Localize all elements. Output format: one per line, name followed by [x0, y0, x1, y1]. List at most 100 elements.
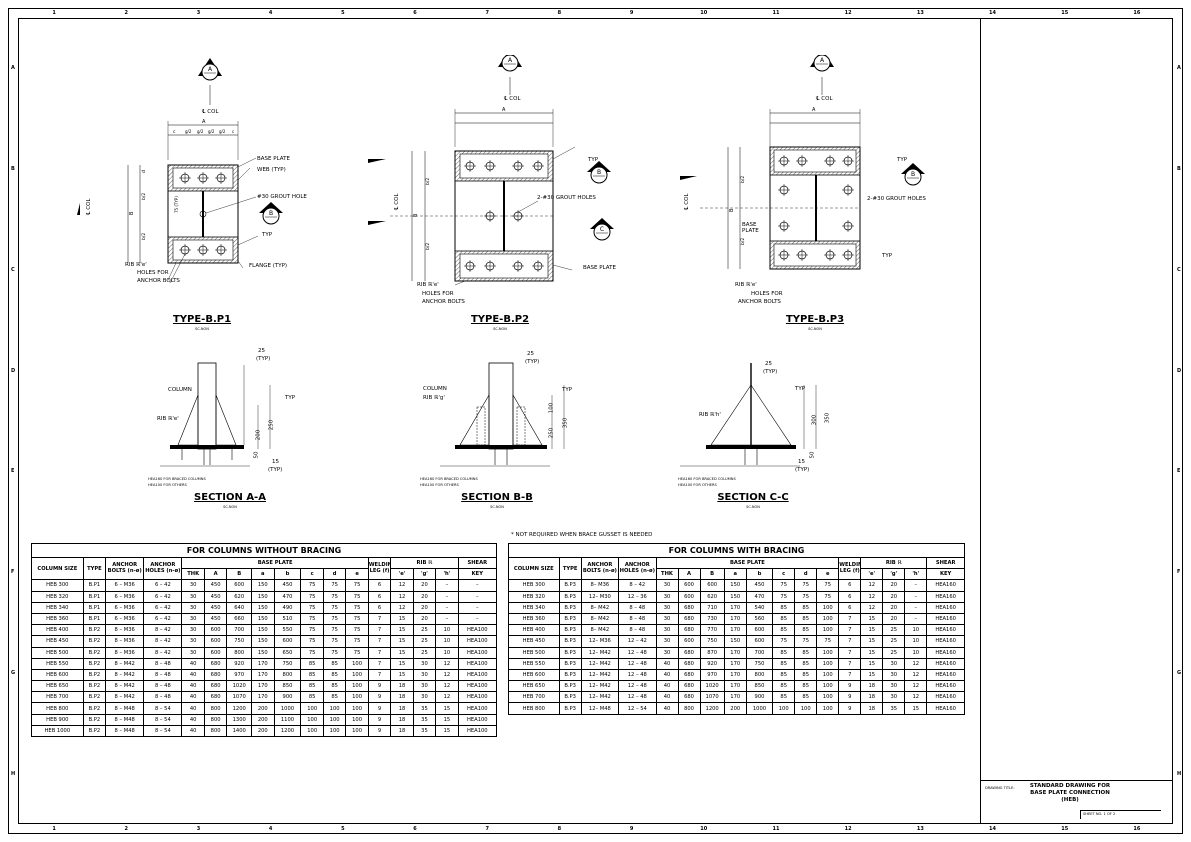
table-cell: 30 — [655, 601, 679, 614]
table-cell: HEA100 — [457, 702, 498, 715]
table-cell: 85 — [322, 691, 347, 704]
bp3-label-base-plate: BASE PLATE — [742, 222, 759, 234]
table-cell: 100 — [345, 691, 369, 704]
table-cell: 75 — [300, 624, 324, 637]
table-cell: 750 — [273, 657, 302, 670]
ruler-left-E: E — [11, 468, 15, 475]
table-cell: 10 — [904, 635, 928, 648]
ruler-right-C: C — [1177, 266, 1181, 273]
table-cell: 85 — [794, 646, 818, 659]
table-cell: 150 — [251, 590, 275, 603]
sa-label-15: 15 — [272, 459, 279, 465]
table-cell: 12– M48 — [580, 702, 620, 715]
svg-text:g/2: g/2 — [208, 129, 215, 134]
table-cell: 75 — [345, 612, 369, 626]
table-cell: 30 — [882, 691, 906, 704]
table-cell: 12 — [904, 680, 928, 693]
bp1-label-web: WEB (TYP) — [257, 167, 286, 173]
table-cell: 12 — [435, 680, 459, 693]
table-cell: 8 – 54 — [143, 724, 183, 738]
table-cell: 40 — [181, 702, 205, 715]
table-cell: 8 – M48 — [105, 724, 145, 738]
section-b-b-drawing — [440, 362, 565, 467]
table-cell: B.P2 — [82, 724, 107, 738]
table-cell: 730 — [699, 612, 725, 626]
table-cell: 600 — [203, 635, 228, 648]
table-cell: 490 — [273, 601, 302, 614]
table-cell: 12 – 48 — [618, 691, 657, 704]
table-cell: HEA100 — [457, 657, 498, 670]
table-cell: B.P2 — [82, 657, 107, 670]
table-cell: 100 — [772, 702, 796, 715]
table-cell: B.P1 — [82, 590, 107, 603]
table-cell: 15 — [435, 702, 459, 715]
table-cell: 1400 — [226, 724, 253, 738]
ruler-left-D: D — [11, 367, 16, 374]
sa-label-25typ: (TYP) — [256, 356, 271, 362]
table-cell: 170 — [723, 680, 747, 693]
table-cell: B.P2 — [82, 668, 107, 682]
svg-text:b/2: b/2 — [740, 176, 746, 183]
subheader-2: B — [226, 568, 253, 581]
ruler-top-7: 7 — [485, 10, 489, 16]
bp2-label-typ: TYP — [588, 157, 599, 163]
ruler-top-6: 6 — [413, 10, 417, 16]
table-cell: 85 — [794, 601, 818, 614]
table-cell: 8 – M48 — [105, 702, 145, 715]
header-base-plate: BASE PLATE — [655, 556, 840, 570]
table-cell: HEB 600 — [31, 668, 84, 682]
table-cell: HEA160 — [926, 601, 965, 614]
ruler-top-3: 3 — [196, 10, 201, 16]
table-cell: 6 – M36 — [105, 590, 145, 603]
sb-note-hea160: HEA160 FOR BRACED COLUMNS — [420, 477, 478, 481]
table-cell: – — [904, 590, 928, 603]
ruler-bottom-10: 10 — [700, 826, 708, 832]
table-cell: 9 — [367, 713, 392, 726]
table-cell: 8– M42 — [580, 624, 620, 637]
header-anchor-holes: ANCHOR HOLES (n-ø) — [143, 556, 183, 581]
bp3-label-rib: RIB ℝ'e' — [735, 282, 757, 288]
table-cell: 100 — [322, 713, 347, 726]
table-cell: 15 — [860, 635, 884, 648]
ruler-bottom-9: 9 — [629, 826, 634, 832]
table-cell: 12 — [904, 657, 928, 670]
table-cell: 600 — [677, 579, 701, 592]
table-cell: 680 — [203, 680, 228, 693]
drawing-frame-outer — [8, 8, 1183, 834]
table-cell: 920 — [226, 657, 253, 670]
subheader-7: e — [816, 568, 840, 581]
table-cell: HEB 800 — [31, 702, 84, 715]
table-cell: 85 — [772, 612, 796, 626]
svg-text:℄ COL: ℄ COL — [202, 108, 219, 115]
table-cell: 12– M42 — [580, 646, 620, 659]
table-cell: B.P3 — [558, 657, 582, 670]
table-cell: 450 — [203, 579, 228, 592]
table-cell: 15 — [390, 635, 414, 648]
table-cell: 7 — [367, 635, 392, 648]
table-cell: B.P3 — [558, 612, 582, 626]
section-c-c-drawing — [680, 363, 817, 467]
table-cell: 75 — [816, 635, 840, 648]
table-cell: 30 — [412, 680, 437, 693]
ruler-top-8: 8 — [557, 10, 562, 16]
table-cell: 12 – 36 — [618, 590, 657, 603]
subheader-5: c — [300, 568, 324, 581]
ruler-bottom-7: 7 — [485, 826, 489, 832]
table-cell: 9 — [367, 702, 392, 715]
header-welding-leg: WELDING LEG (f) — [367, 556, 392, 581]
subheader-9: 'g' — [882, 568, 906, 581]
table-cell: 85 — [300, 691, 324, 704]
table-cell: 8 – M36 — [105, 635, 145, 648]
table-cell: 600 — [226, 579, 253, 592]
subheader-1: A — [677, 568, 701, 581]
table-cell: 8 – M36 — [105, 646, 145, 659]
table-cell: 40 — [181, 668, 205, 682]
table-cell: 10 — [435, 646, 459, 659]
table-cell: 100 — [345, 668, 369, 682]
section-marker-c: C — [590, 218, 614, 241]
table-cell: 20 — [412, 579, 437, 592]
